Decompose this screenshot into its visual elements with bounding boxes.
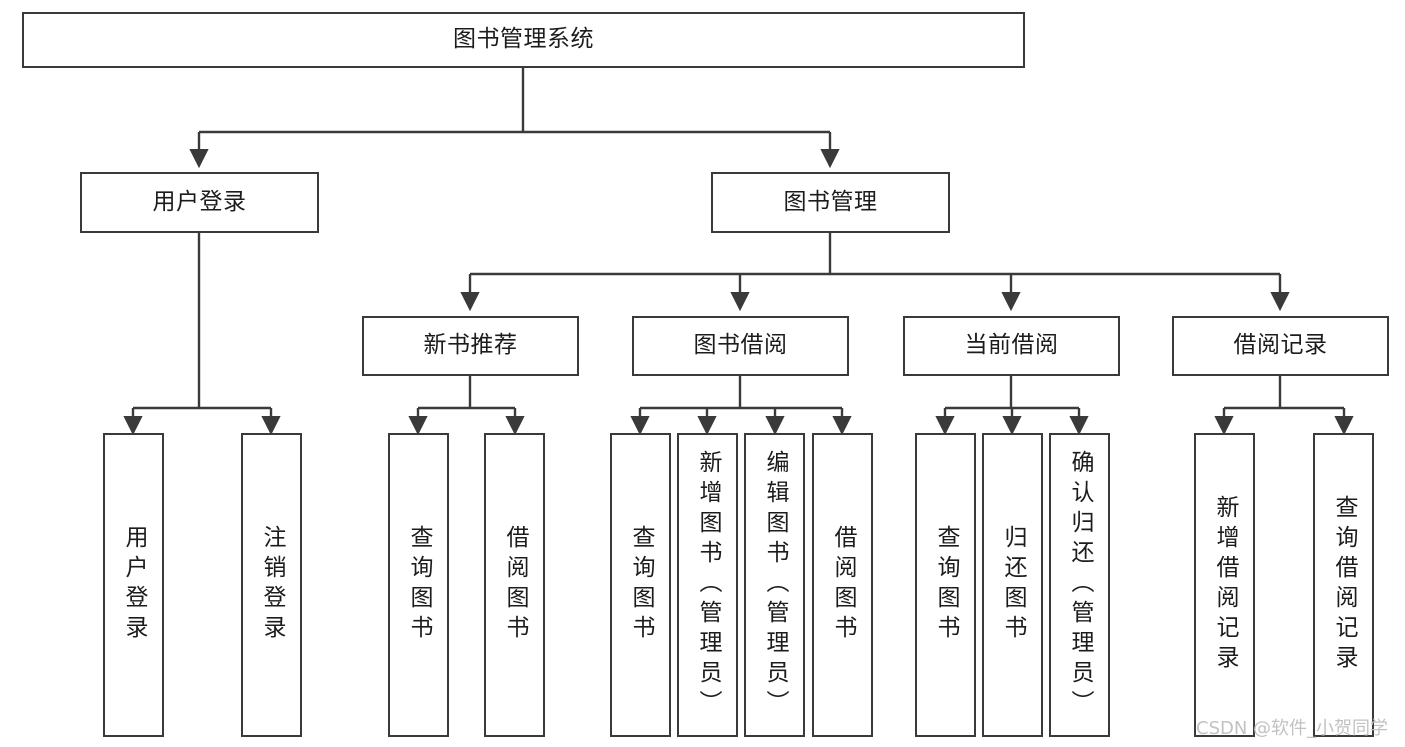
leaf-query-book-recommend[interactable]: 查询图书 [388, 433, 449, 737]
node-label: 新增借阅记录 [1212, 495, 1238, 675]
csdn-watermark: CSDN @软件_小贺同学 [1196, 718, 1389, 739]
leaf-confirm-return-admin[interactable]: 确认归还（管理员） [1049, 433, 1110, 737]
node-label: 图书管理 [783, 188, 878, 215]
leaf-add-book-admin[interactable]: 新增图书（管理员） [677, 433, 738, 737]
node-book-management[interactable]: 图书管理 [711, 172, 950, 233]
node-label: 借阅记录 [1233, 332, 1328, 359]
node-label: 图书借阅 [693, 332, 788, 359]
node-label: 编辑图书（管理员） [762, 450, 788, 720]
node-label: 当前借阅 [964, 332, 1059, 359]
node-label: 查询图书 [406, 525, 432, 645]
node-label: 查询图书 [628, 525, 654, 645]
node-current-borrow[interactable]: 当前借阅 [903, 316, 1120, 376]
node-label: 查询图书 [933, 525, 959, 645]
node-label: 查询借阅记录 [1331, 495, 1357, 675]
leaf-user-login[interactable]: 用户登录 [103, 433, 164, 737]
leaf-query-book-borrow[interactable]: 查询图书 [610, 433, 671, 737]
leaf-query-book-current[interactable]: 查询图书 [915, 433, 976, 737]
node-new-book-recommend[interactable]: 新书推荐 [362, 316, 579, 376]
node-book-borrow[interactable]: 图书借阅 [632, 316, 849, 376]
node-label: 借阅图书 [502, 525, 528, 645]
leaf-edit-book-admin[interactable]: 编辑图书（管理员） [744, 433, 805, 737]
node-label: 用户登录 [121, 525, 147, 645]
node-borrow-record[interactable]: 借阅记录 [1172, 316, 1389, 376]
leaf-borrow-book[interactable]: 借阅图书 [812, 433, 873, 737]
node-label: 归还图书 [1000, 525, 1026, 645]
leaf-query-borrow-record[interactable]: 查询借阅记录 [1313, 433, 1374, 737]
node-label: 借阅图书 [830, 525, 856, 645]
node-user-login[interactable]: 用户登录 [80, 172, 319, 233]
node-root-system[interactable]: 图书管理系统 [22, 12, 1025, 68]
node-label: 图书管理系统 [453, 26, 594, 53]
node-label: 确认归还（管理员） [1067, 450, 1093, 720]
node-label: 新书推荐 [423, 332, 518, 359]
leaf-add-borrow-record[interactable]: 新增借阅记录 [1194, 433, 1255, 737]
leaf-logout-login[interactable]: 注销登录 [241, 433, 302, 737]
leaf-borrow-book-recommend[interactable]: 借阅图书 [484, 433, 545, 737]
node-label: 新增图书（管理员） [695, 450, 721, 720]
leaf-return-book[interactable]: 归还图书 [982, 433, 1043, 737]
node-label: 用户登录 [152, 188, 247, 215]
node-label: 注销登录 [259, 525, 285, 645]
